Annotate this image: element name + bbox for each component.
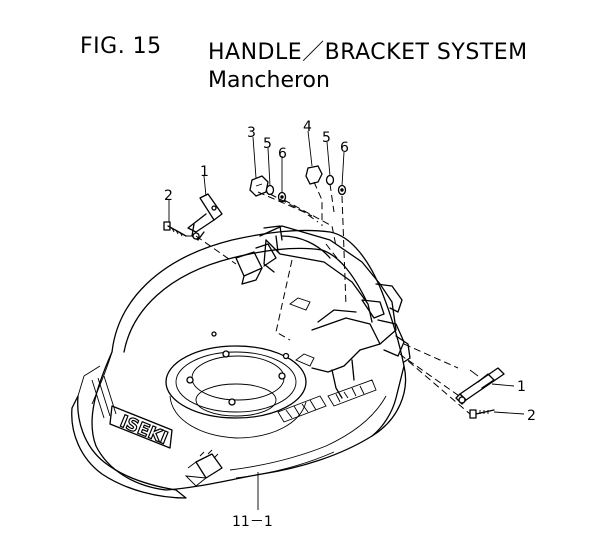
brand-text: ISEKI	[117, 412, 171, 449]
callout-3: 3	[247, 125, 256, 141]
parts-diagram: ISEKI	[0, 100, 614, 543]
callout-2-lower: 2	[527, 408, 536, 424]
left-bracket-block	[235, 225, 283, 285]
figure-header: FIG. 15 HANDLE／BRACKET SYSTEM Mancheron	[0, 30, 614, 100]
leader-lines	[168, 130, 525, 510]
callout-5-left: 5	[263, 136, 272, 152]
callout-11-1: 11－1	[232, 514, 273, 530]
mower-deck	[71, 229, 407, 499]
brand-badge: ISEKI	[109, 405, 173, 449]
callout-1-upper: 1	[200, 164, 209, 180]
callout-6-right: 6	[340, 140, 349, 156]
figure-number: FIG. 15	[80, 34, 162, 59]
handle-lever-left	[187, 193, 223, 241]
callout-2-upper: 2	[164, 188, 173, 204]
height-adjuster	[184, 449, 223, 487]
assembly-lines	[186, 181, 471, 415]
callouts: 3 5 6 4 5 6 1 2 1 2 11－1	[164, 119, 536, 530]
hardware-stack	[249, 165, 347, 203]
callout-6-left: 6	[278, 146, 287, 162]
cutting-chamber	[165, 331, 307, 439]
figure-title: HANDLE／BRACKET SYSTEM	[208, 40, 528, 65]
callout-4: 4	[303, 119, 312, 135]
callout-5-right: 5	[322, 130, 331, 146]
callout-1-lower: 1	[517, 379, 526, 395]
bolt-left	[163, 221, 187, 237]
handle-lever-right	[455, 367, 505, 405]
figure-subtitle: Mancheron	[208, 68, 330, 93]
bolt-right	[469, 409, 495, 419]
rear-housing	[259, 225, 411, 423]
